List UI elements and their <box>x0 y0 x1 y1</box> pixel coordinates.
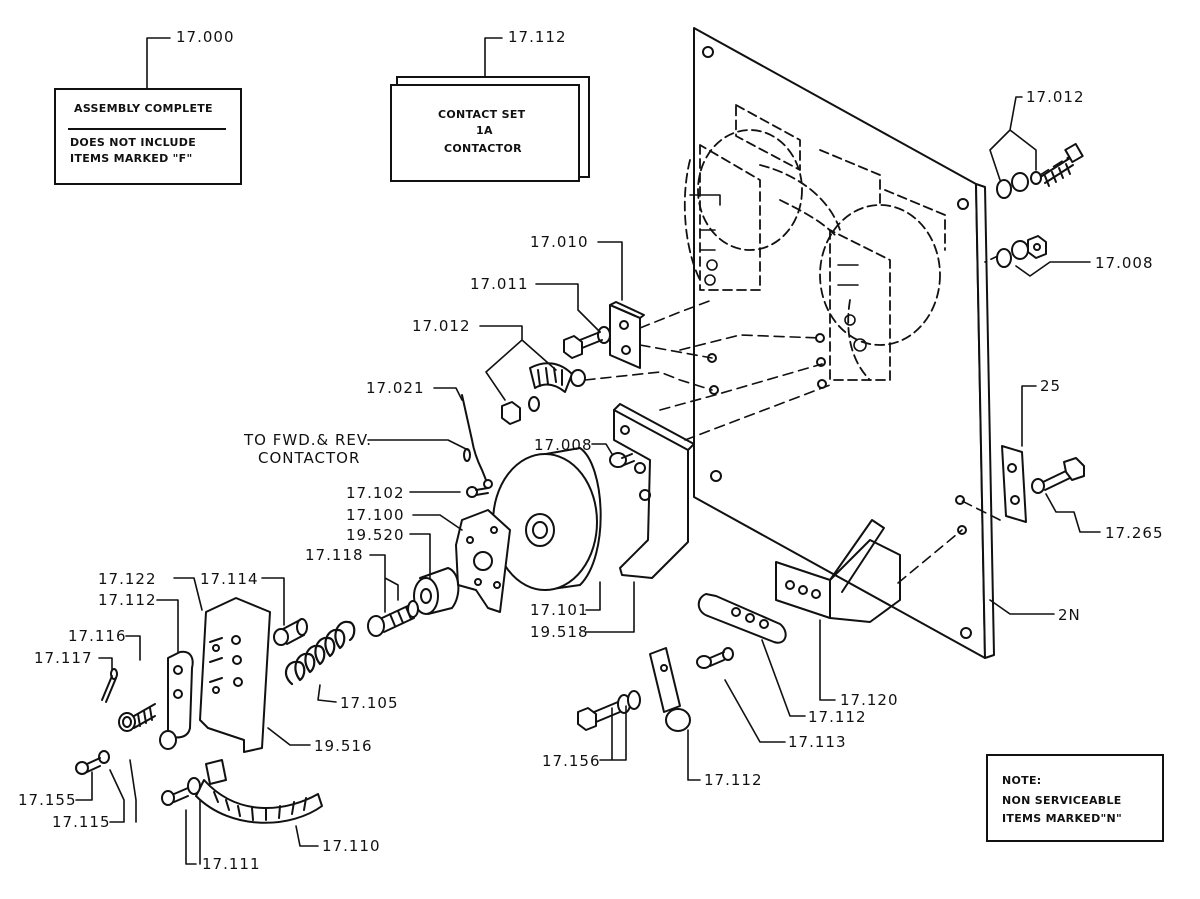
note-box-line2: NON SERVICEABLE <box>1002 794 1122 807</box>
screw-17118 <box>367 600 419 637</box>
coil-frame-bracket <box>613 403 695 579</box>
phantom-details <box>689 194 867 352</box>
assembly-box-line3: ITEMS MARKED "F" <box>70 152 193 165</box>
plate-17100 <box>455 509 511 613</box>
callout-17112-left: 17.112 <box>98 591 157 609</box>
callout-17100: 17.100 <box>346 506 405 524</box>
wire-17021 <box>461 394 493 489</box>
callout-17102: 17.102 <box>346 484 405 502</box>
assembly-complete-box: ASSEMBLY COMPLETE DOES NOT INCLUDE ITEMS… <box>54 88 242 185</box>
label-fwd-rev-line2: CONTACTOR <box>258 449 361 467</box>
contact-box-line1: CONTACT SET <box>438 108 526 121</box>
callout-17120: 17.120 <box>840 691 899 709</box>
callout-17101: 17.101 <box>530 601 589 619</box>
screw-17113 <box>696 647 734 669</box>
callout-17112-bottom: 17.112 <box>704 771 763 789</box>
spring-washer-17116 <box>118 703 156 732</box>
callout-17112-mid: 17.112 <box>808 708 867 726</box>
contact-box-line2: 1A <box>476 124 493 137</box>
callout-17105: 17.105 <box>340 694 399 712</box>
contact-set-box: CONTACT SET 1A CONTACTOR <box>390 84 580 182</box>
callout-2N: 2N <box>1058 606 1081 624</box>
callout-19518: 19.518 <box>530 623 589 641</box>
callout-17021: 17.021 <box>366 379 425 397</box>
callout-17265: 17.265 <box>1105 524 1164 542</box>
callout-17012-right: 17.012 <box>1026 88 1085 106</box>
flexible-shunt-17110 <box>195 759 323 824</box>
link-17112-left <box>159 650 194 750</box>
callout-17110: 17.110 <box>322 837 381 855</box>
screw-17102 <box>466 486 489 498</box>
assembly-box-line1: ASSEMBLY COMPLETE <box>74 102 213 115</box>
terminal-17112-bottom <box>649 647 691 732</box>
callout-17116: 17.116 <box>68 627 127 645</box>
bracket-19516 <box>199 597 271 753</box>
callout-19520: 19.520 <box>346 526 405 544</box>
link-25 <box>1001 445 1027 523</box>
assembly-box-line2: DOES NOT INCLUDE <box>70 136 197 149</box>
label-fwd-rev-line1: TO FWD.& REV. <box>244 431 372 449</box>
screw-17008-mid <box>609 452 635 468</box>
coil-17101 <box>492 447 602 591</box>
link-17112-mid <box>697 593 787 644</box>
screw-17111 <box>161 777 201 806</box>
callout-17117: 17.117 <box>34 649 93 667</box>
assembly-box-divider <box>68 128 226 130</box>
contact-box-line3: CONTACTOR <box>444 142 522 155</box>
callout-17156: 17.156 <box>542 752 601 770</box>
arc-chute-17120 <box>775 519 901 623</box>
callout-25: 25 <box>1040 377 1062 395</box>
pin-17114 <box>273 618 308 646</box>
callout-17010: 17.010 <box>530 233 589 251</box>
callout-17113: 17.113 <box>788 733 847 751</box>
armature-19520 <box>413 567 460 615</box>
callout-17114: 17.114 <box>200 570 259 588</box>
right-nut-assembly <box>996 235 1047 268</box>
callout-17000: 17.000 <box>176 28 235 46</box>
bolt-17011 <box>563 326 611 359</box>
callout-17118: 17.118 <box>305 546 364 564</box>
callout-17115: 17.115 <box>52 813 111 831</box>
callout-19516: 19.516 <box>314 737 373 755</box>
callout-17122: 17.122 <box>98 570 157 588</box>
callout-17008-mid: 17.008 <box>534 436 593 454</box>
flexible-shunt-17012 <box>501 362 586 425</box>
right-bolt-assembly <box>996 142 1084 199</box>
leader-lines <box>75 37 1101 865</box>
bolt-17265 <box>1031 457 1085 494</box>
note-box-line3: ITEMS MARKED"N" <box>1002 812 1123 825</box>
note-box-line1: NOTE: <box>1002 774 1042 787</box>
contact-bracket-17010 <box>609 301 645 369</box>
phantom-contactor-assemblies <box>683 104 946 381</box>
callout-17155: 17.155 <box>18 791 77 809</box>
mounting-panel <box>693 27 995 659</box>
callout-17012-left: 17.012 <box>412 317 471 335</box>
spring-17105 <box>284 620 356 686</box>
callout-17112-top: 17.112 <box>508 28 567 46</box>
callout-17008-right: 17.008 <box>1095 254 1154 272</box>
callout-17111: 17.111 <box>202 855 261 873</box>
note-box: NOTE: NON SERVICEABLE ITEMS MARKED"N" <box>986 754 1164 842</box>
screw-17155 <box>75 750 110 775</box>
bolt-17156 <box>577 690 641 731</box>
cotter-pin-17117 <box>101 668 118 703</box>
callout-17011: 17.011 <box>470 275 529 293</box>
